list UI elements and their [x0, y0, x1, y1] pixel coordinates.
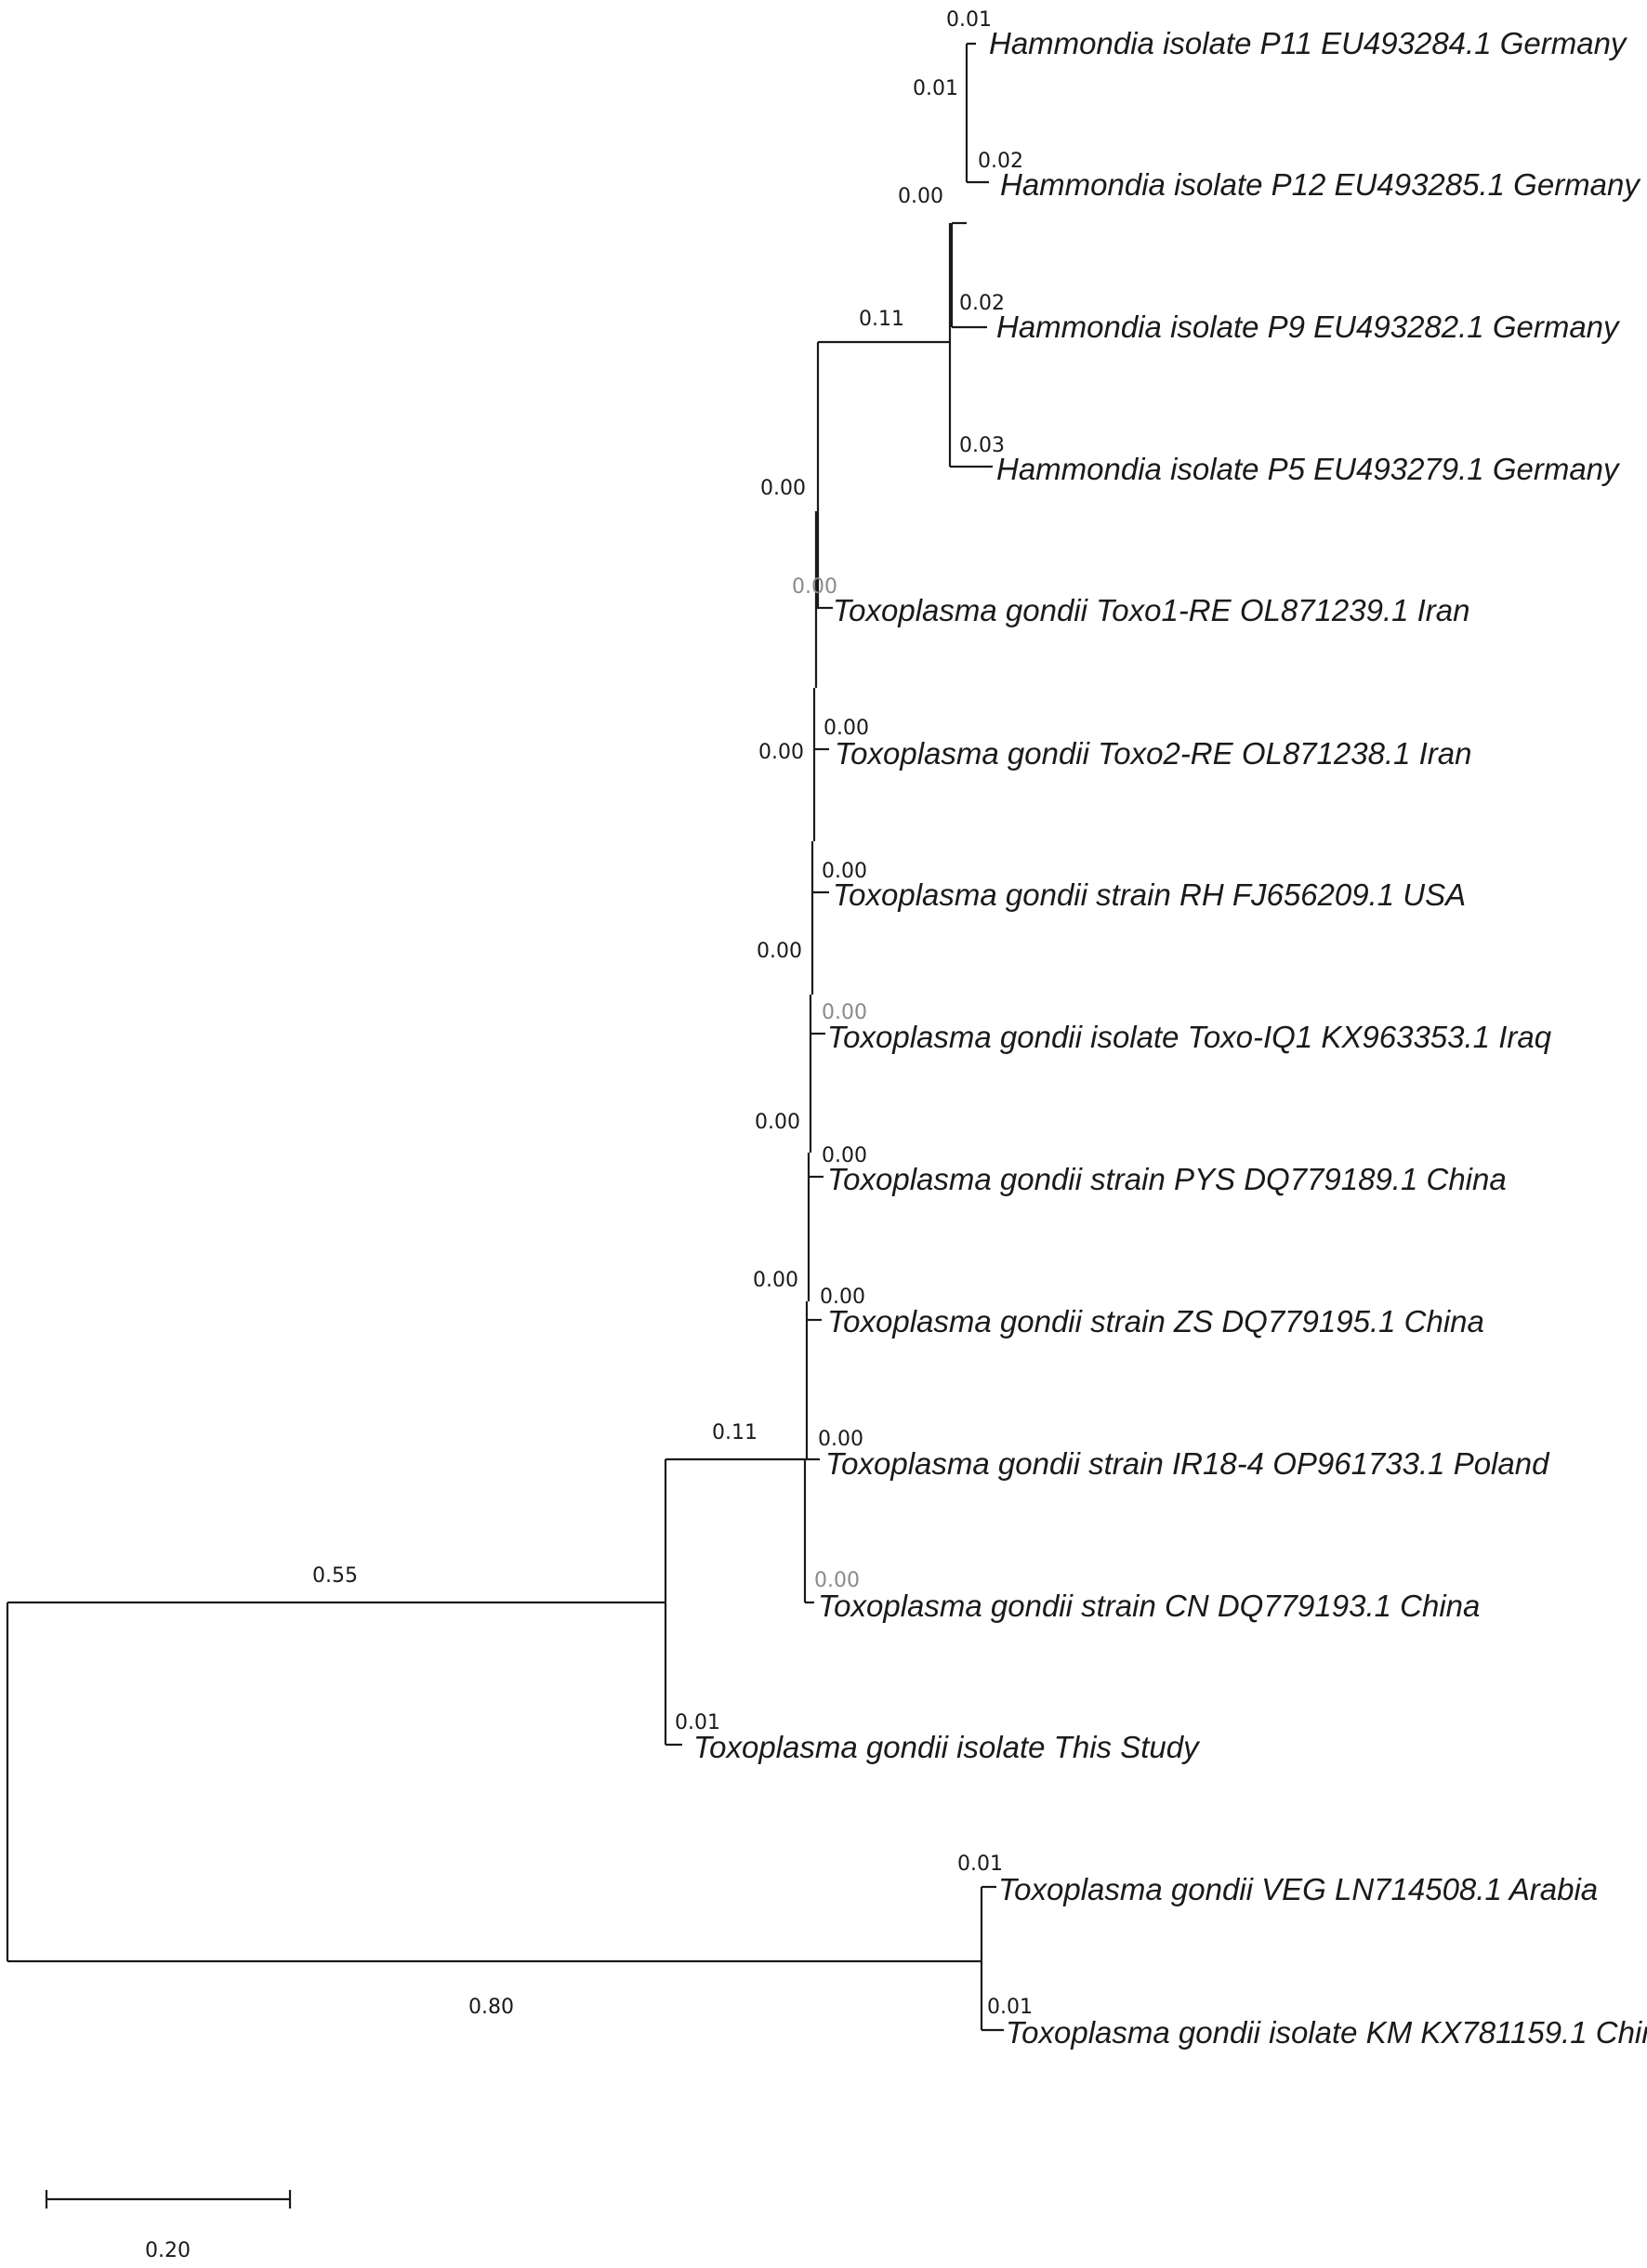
tree-branches — [6, 42, 1004, 2032]
branch-value-rh-group: 0.00 — [757, 940, 802, 963]
branch-value-toxo1: 0.00 — [792, 575, 837, 599]
leaf-label-zs: Toxoplasma gondii strain ZS DQ779195.1 C… — [827, 1304, 1484, 1338]
branch-value-km: 0.01 — [987, 1996, 1033, 2019]
branch-value-hammondia-clade: 0.11 — [859, 308, 904, 331]
branch-value-toxo1-group: 0.00 — [760, 477, 806, 500]
branch-value-pys: 0.00 — [822, 1144, 867, 1167]
leaf-label-iq1: Toxoplasma gondii isolate Toxo-IQ1 KX963… — [827, 1020, 1552, 1054]
branch-value-iq1: 0.00 — [822, 1001, 867, 1024]
leaf-label-p11: Hammondia isolate P11 EU493284.1 Germany — [989, 26, 1628, 60]
leaf-label-p12: Hammondia isolate P12 EU493285.1 Germany — [1000, 167, 1641, 202]
branch-value-main-clade: 0.55 — [312, 1564, 358, 1588]
branch-value-rh: 0.00 — [822, 860, 867, 883]
leaf-label-pys: Toxoplasma gondii strain PYS DQ779189.1 … — [827, 1162, 1507, 1196]
leaf-label-veg: Toxoplasma gondii VEG LN714508.1 Arabia — [998, 1872, 1598, 1906]
branch-value-study: 0.01 — [675, 1711, 720, 1734]
branch-value-p11-p12: 0.01 — [913, 77, 958, 100]
leaf-branch-values: 0.01 0.02 0.02 0.03 0.00 0.00 0.00 0.00 … — [675, 8, 1033, 2019]
branch-value-p5: 0.03 — [959, 434, 1005, 457]
branch-value-ir18: 0.00 — [818, 1428, 863, 1451]
leaf-label-toxo1: Toxoplasma gondii Toxo1-RE OL871239.1 Ir… — [833, 593, 1470, 627]
branch-value-cn: 0.00 — [814, 1569, 860, 1592]
branch-value-p12: 0.02 — [978, 150, 1023, 173]
leaf-label-ir18: Toxoplasma gondii strain IR18-4 OP961733… — [825, 1446, 1550, 1481]
branch-value-toxo2: 0.00 — [824, 717, 869, 740]
branch-value-big-clade: 0.11 — [712, 1421, 758, 1444]
internal-branch-values: 0.01 0.00 0.11 0.00 0.00 0.00 0.00 0.00 … — [312, 77, 958, 2019]
leaf-label-cn: Toxoplasma gondii strain CN DQ779193.1 C… — [818, 1589, 1480, 1623]
branch-value-p11-p9: 0.00 — [898, 185, 943, 208]
leaf-label-km: Toxoplasma gondii isolate KM KX781159.1 … — [1006, 2015, 1647, 2050]
scale-bar-line — [45, 2190, 292, 2209]
branch-value-pys-group: 0.00 — [753, 1269, 798, 1292]
p11-leaf-branch — [965, 42, 976, 60]
leaf-labels: Hammondia isolate P11 EU493284.1 Germany… — [693, 26, 1647, 2050]
leaf-label-study: Toxoplasma gondii isolate This Study — [693, 1730, 1201, 1764]
branch-value-p11: 0.01 — [946, 8, 992, 32]
branch-value-toxo2-group: 0.00 — [758, 741, 804, 764]
branch-value-zs: 0.00 — [820, 1286, 865, 1309]
leaf-label-p5: Hammondia isolate P5 EU493279.1 Germany — [996, 452, 1621, 486]
branch-value-veg-km-clade: 0.80 — [468, 1996, 514, 2019]
scale-bar: 0.20 — [45, 2190, 292, 2262]
leaf-label-rh: Toxoplasma gondii strain RH FJ656209.1 U… — [833, 877, 1466, 912]
branch-value-iq1-group: 0.00 — [755, 1111, 800, 1134]
branch-value-veg: 0.01 — [957, 1853, 1003, 1876]
branch-value-p9: 0.02 — [959, 292, 1005, 315]
leaf-label-p9: Hammondia isolate P9 EU493282.1 Germany — [996, 310, 1621, 344]
leaf-label-toxo2: Toxoplasma gondii Toxo2-RE OL871238.1 Ir… — [835, 736, 1472, 771]
scale-bar-value: 0.20 — [145, 2239, 191, 2262]
